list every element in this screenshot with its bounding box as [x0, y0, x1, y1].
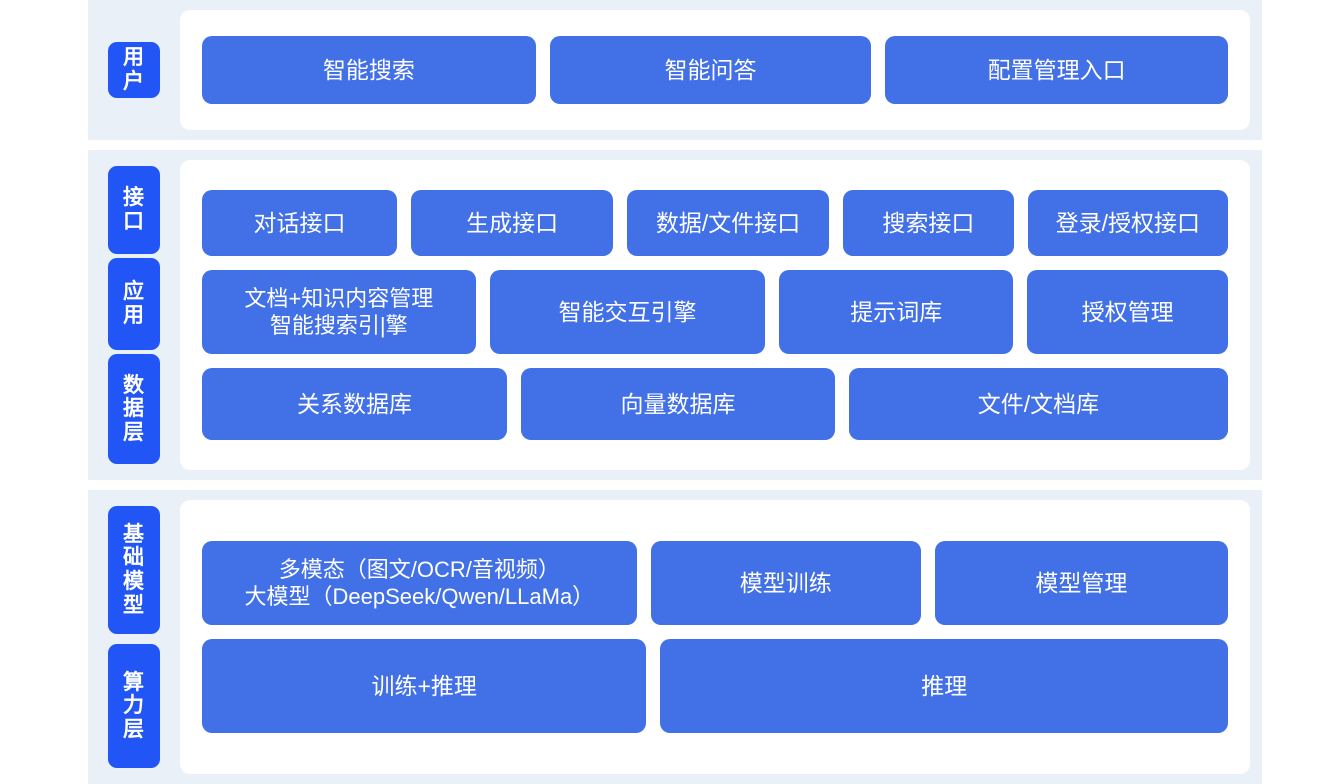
box-vector-database[interactable]: 向量数据库 — [521, 368, 835, 440]
rail-tab-user[interactable]: 用户 — [108, 42, 160, 98]
row-user-apps: 智能搜索 智能问答 配置管理入口 — [202, 36, 1228, 104]
box-authorization-management[interactable]: 授权管理 — [1027, 270, 1228, 354]
row-interfaces: 对话接口 生成接口 数据/文件接口 搜索接口 登录/授权接口 — [202, 190, 1228, 256]
box-inference[interactable]: 推理 — [660, 639, 1228, 733]
section-platform-layer: 接口 应用 数据层 对话接口 生成接口 数据/文件接口 搜索接口 登录/授权接口… — [88, 150, 1262, 480]
box-data-file-interface[interactable]: 数据/文件接口 — [627, 190, 830, 256]
box-generation-interface[interactable]: 生成接口 — [411, 190, 614, 256]
box-prompt-library[interactable]: 提示词库 — [779, 270, 1014, 354]
box-smart-interaction-engine[interactable]: 智能交互引擎 — [489, 270, 766, 354]
box-search-interface[interactable]: 搜索接口 — [843, 190, 1014, 256]
row-compute: 训练+推理 推理 — [202, 639, 1228, 733]
box-file-document-store[interactable]: 文件/文档库 — [848, 368, 1228, 440]
rail-tab-foundation-model[interactable]: 基础模型 — [108, 506, 160, 634]
rail-tab-compute-layer[interactable]: 算力层 — [108, 644, 160, 768]
card-platform-layer: 对话接口 生成接口 数据/文件接口 搜索接口 登录/授权接口 文档+知识内容管理… — [180, 160, 1250, 470]
rail-tab-data-layer[interactable]: 数据层 — [108, 354, 160, 464]
row-models: 多模态（图文/OCR/音视频）大模型（DeepSeek/Qwen/LLaMa） … — [202, 541, 1228, 625]
box-relational-database[interactable]: 关系数据库 — [202, 368, 508, 440]
rail-tab-application[interactable]: 应用 — [108, 258, 160, 350]
box-document-knowledge-management[interactable]: 文档+知识内容管理智能搜索引|擎 — [202, 270, 476, 354]
card-infrastructure-layer: 多模态（图文/OCR/音视频）大模型（DeepSeek/Qwen/LLaMa） … — [180, 500, 1250, 774]
box-model-training[interactable]: 模型训练 — [650, 541, 921, 625]
box-model-management[interactable]: 模型管理 — [934, 541, 1228, 625]
box-multimodal-large-model[interactable]: 多模态（图文/OCR/音视频）大模型（DeepSeek/Qwen/LLaMa） — [202, 541, 637, 625]
box-training-plus-inference[interactable]: 训练+推理 — [202, 639, 647, 733]
section-user-layer: 用户 智能搜索 智能问答 配置管理入口 — [88, 0, 1262, 140]
rail-tab-interface[interactable]: 接口 — [108, 166, 160, 254]
box-dialog-interface[interactable]: 对话接口 — [202, 190, 398, 256]
rail-platform: 接口 应用 数据层 — [88, 150, 180, 480]
box-config-management-entry[interactable]: 配置管理入口 — [885, 36, 1228, 104]
card-user-layer: 智能搜索 智能问答 配置管理入口 — [180, 10, 1250, 130]
row-data-stores: 关系数据库 向量数据库 文件/文档库 — [202, 368, 1228, 440]
rail-user: 用户 — [88, 0, 180, 140]
box-smart-qa[interactable]: 智能问答 — [549, 36, 872, 104]
box-login-auth-interface[interactable]: 登录/授权接口 — [1027, 190, 1228, 256]
rail-infrastructure: 基础模型 算力层 — [88, 490, 180, 784]
box-smart-search[interactable]: 智能搜索 — [202, 36, 536, 104]
row-applications: 文档+知识内容管理智能搜索引|擎 智能交互引擎 提示词库 授权管理 — [202, 270, 1228, 354]
section-infrastructure-layer: 基础模型 算力层 多模态（图文/OCR/音视频）大模型（DeepSeek/Qwe… — [88, 490, 1262, 784]
